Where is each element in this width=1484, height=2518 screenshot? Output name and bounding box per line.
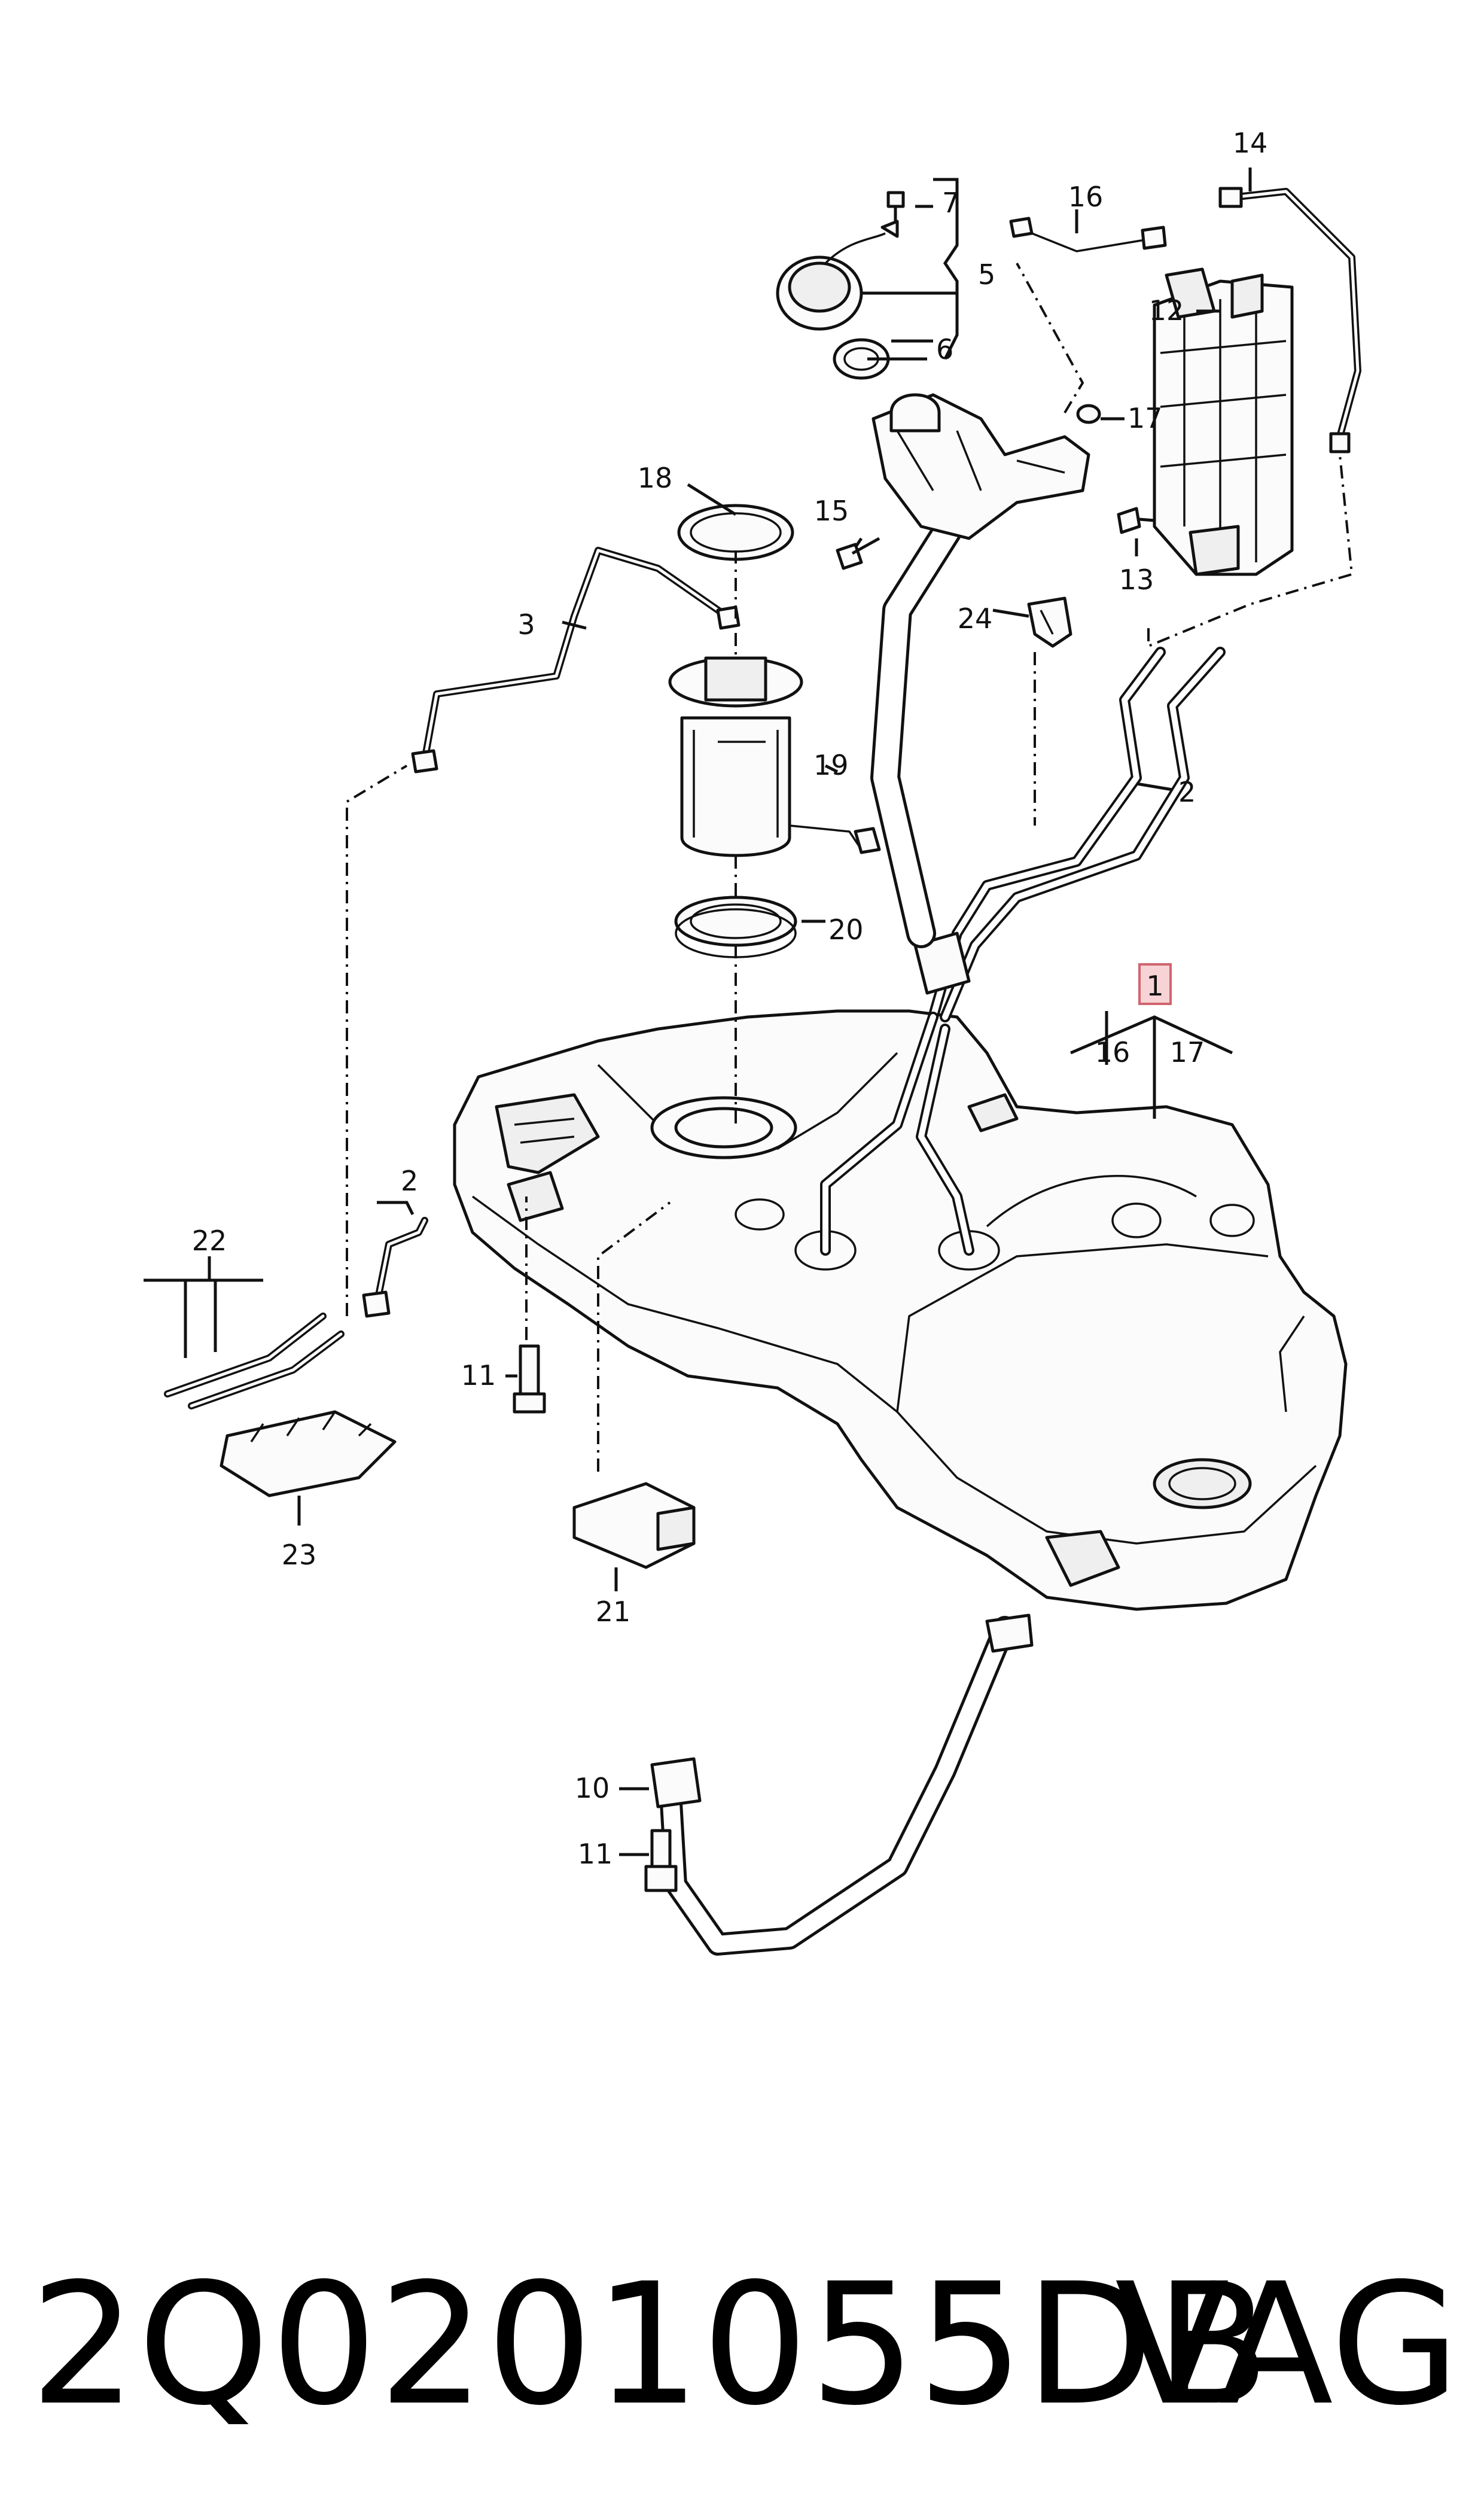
activated-carbon-canister [1153,267,1294,576]
filler-cap [776,220,899,331]
brand-label: VAG [1114,2248,1460,2443]
callout-17-clip: 17 [1128,402,1163,434]
filler-neck [870,393,1090,948]
bolt-11-lower [644,1829,678,1892]
tensioning-strap-10 [650,1613,1034,1956]
caption-bar: 2Q0201055DB VAG [0,2237,1484,2489]
part-number: 2Q0201055DB [30,2248,1272,2443]
vent-hose-14 [1218,187,1361,453]
callout-2-upper: 2 [1178,776,1196,808]
callout-16-tank: 16 [1095,1036,1130,1068]
fuel-tank-exploded-diagram: 1 16 17 2 2 3 5 6 7 10 11 11 12 13 14 15… [144,127,1361,1956]
fuel-line-2-lower [362,1217,428,1318]
callout-14: 14 [1233,127,1268,159]
callout-15: 15 [814,495,849,527]
screw-7 [886,191,905,223]
callout-11-lower: 11 [578,1838,613,1870]
callout-12: 12 [1149,294,1184,327]
bolt-11-left [513,1344,546,1414]
callout-1: 1 [1146,970,1163,1002]
callout-19: 19 [813,749,849,781]
bracket-23 [220,1410,397,1497]
callout-16-hose: 16 [1068,181,1104,213]
callout-5: 5 [978,258,995,291]
callout-3: 3 [517,608,535,641]
bracket-21 [572,1482,696,1569]
fuel-tank [453,1009,1348,1611]
callout-23: 23 [282,1539,317,1571]
callout-21: 21 [596,1596,631,1628]
callout-10: 10 [575,1772,610,1804]
callout-17-tank: 17 [1170,1036,1205,1068]
holder-24 [1027,596,1072,648]
clip-17 [1076,404,1101,424]
callout-6: 6 [936,333,953,366]
callout-11-left: 11 [461,1359,496,1392]
callout-24: 24 [958,602,993,635]
callout-18: 18 [638,462,673,494]
bolt-15 [836,537,880,570]
callout-22: 22 [192,1225,227,1257]
leader-lines [144,168,1354,1856]
bolt-13 [1117,507,1155,534]
callout-1-highlight [1138,963,1172,1005]
callout-7: 7 [942,187,959,219]
fuel-line-assembly [820,647,1226,1256]
fuel-pump-module [668,656,881,857]
callout-20: 20 [828,914,864,946]
supply-line-3 [411,547,741,774]
callout-2-lower: 2 [401,1165,418,1197]
callout-13: 13 [1119,564,1154,596]
connector-16 [1009,217,1167,252]
hose-pair-22 [164,1313,345,1409]
callout-labels: 1 16 17 2 2 3 5 6 7 10 11 11 12 13 14 15… [192,127,1268,1870]
